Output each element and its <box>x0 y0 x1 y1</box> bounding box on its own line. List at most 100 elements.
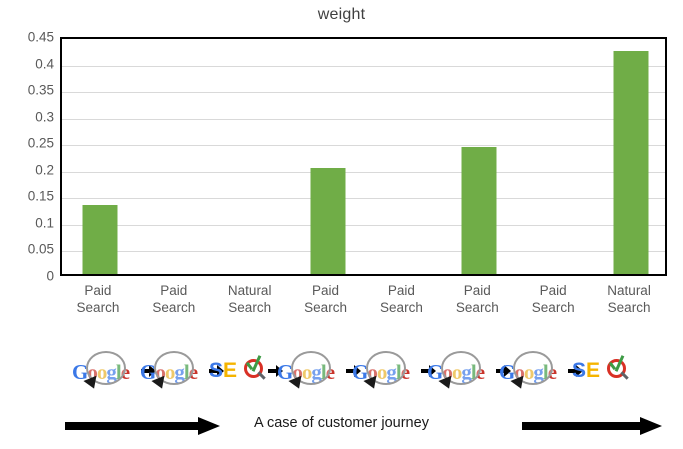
gridline <box>62 118 665 120</box>
gridline <box>62 251 665 253</box>
gridline <box>62 145 665 147</box>
seo-check-icon <box>608 354 625 372</box>
bar[interactable] <box>461 146 497 274</box>
step-arrow-icon <box>346 365 361 377</box>
x-axis-category-line: Search <box>455 300 499 315</box>
x-axis-category-line: Natural <box>227 283 272 298</box>
bar[interactable] <box>613 50 649 274</box>
x-axis-category-line: Search <box>607 300 651 315</box>
journey-step: SE <box>572 348 630 394</box>
x-axis-category-line: Search <box>76 300 120 315</box>
step-arrow-icon <box>496 365 511 377</box>
seo-o-magnifier-icon <box>607 359 626 378</box>
y-axis-tick: 0 <box>46 268 54 284</box>
seo-letter: E <box>586 359 601 382</box>
seo-logo-icon: SE <box>572 351 630 391</box>
x-axis-category-line: Paid <box>160 283 188 298</box>
seo-letter: E <box>223 359 238 382</box>
bar-slot <box>214 39 290 274</box>
gridline <box>62 224 665 226</box>
seo-wordmark: SE <box>572 359 600 383</box>
x-axis-category-line: Search <box>304 300 347 315</box>
seo-magnifier-handle-icon <box>620 371 629 380</box>
step-arrow-icon <box>421 365 436 377</box>
google-letter: G <box>140 360 156 384</box>
google-logo-icon: Google <box>140 351 208 392</box>
journey-step: Google <box>277 348 361 394</box>
google-letter: G <box>427 360 443 384</box>
plot-area <box>60 37 667 276</box>
step-arrow-icon <box>268 365 283 377</box>
x-axis-category-line: Search <box>152 300 196 315</box>
x-axis-category-line: Paid <box>539 283 567 298</box>
y-axis-tick: 0.4 <box>35 56 54 72</box>
bar-slot <box>138 39 214 274</box>
journey-step: Google <box>427 348 511 394</box>
journey-step: SE <box>209 348 283 394</box>
gridline <box>62 171 665 173</box>
chart-title: weight <box>317 6 366 23</box>
google-logo-icon: Google <box>499 351 567 392</box>
x-axis-category-line: Search <box>531 300 575 315</box>
journey-step: Google <box>352 348 436 394</box>
bar[interactable] <box>82 204 118 274</box>
bar-slot <box>366 39 442 274</box>
magnifier-lens-icon <box>513 351 553 385</box>
google-letter: G <box>499 360 515 384</box>
x-axis-category-line: Search <box>228 300 272 315</box>
x-axis-category-line: Paid <box>387 283 415 298</box>
magnifier-lens-icon <box>86 351 126 385</box>
right-flow-arrow-icon <box>522 417 662 435</box>
bar-slot <box>290 39 366 274</box>
google-logo-icon: Google <box>427 351 495 392</box>
left-flow-arrow-icon <box>65 417 220 435</box>
y-axis-tick: 0.3 <box>35 109 54 125</box>
x-axis-category-line: Paid <box>84 283 112 298</box>
seo-wordmark: SE <box>209 359 237 383</box>
seo-logo-icon: SE <box>209 351 267 391</box>
y-axis-tick: 0.45 <box>27 29 54 45</box>
gridline <box>62 92 665 94</box>
y-axis-tick: 0.1 <box>35 215 54 231</box>
bars-layer <box>62 39 665 274</box>
seo-magnifier-handle-icon <box>257 371 266 380</box>
google-logo-icon: Google <box>352 351 420 392</box>
google-logo-icon: Google <box>277 351 345 392</box>
x-axis-category-line: Paid <box>312 283 340 298</box>
x-axis-category-line: Paid <box>463 283 491 298</box>
gridline <box>62 198 665 200</box>
x-axis-category-line: Natural <box>607 283 651 298</box>
bar-slot <box>441 39 517 274</box>
google-letter: G <box>277 360 293 384</box>
magnifier-lens-icon <box>154 351 194 385</box>
caption-row: A case of customer journey <box>0 405 683 445</box>
y-axis-tick: 0.05 <box>27 241 54 257</box>
journey-step: Google <box>499 348 583 394</box>
bar-slot <box>62 39 138 274</box>
google-logo-icon: Google <box>72 351 140 392</box>
google-letter: G <box>352 360 368 384</box>
seo-letter: S <box>209 359 224 382</box>
bar[interactable] <box>310 167 346 274</box>
step-arrow-icon <box>568 365 583 377</box>
seo-o-magnifier-icon <box>244 359 263 378</box>
y-axis-tick: 0.25 <box>27 135 54 151</box>
step-arrow-icon <box>141 365 156 377</box>
gridlines <box>62 39 665 274</box>
magnifier-lens-icon <box>366 351 406 385</box>
bar-slot <box>593 39 669 274</box>
google-letter: G <box>72 360 88 384</box>
y-axis-tick: 0.35 <box>27 82 54 98</box>
